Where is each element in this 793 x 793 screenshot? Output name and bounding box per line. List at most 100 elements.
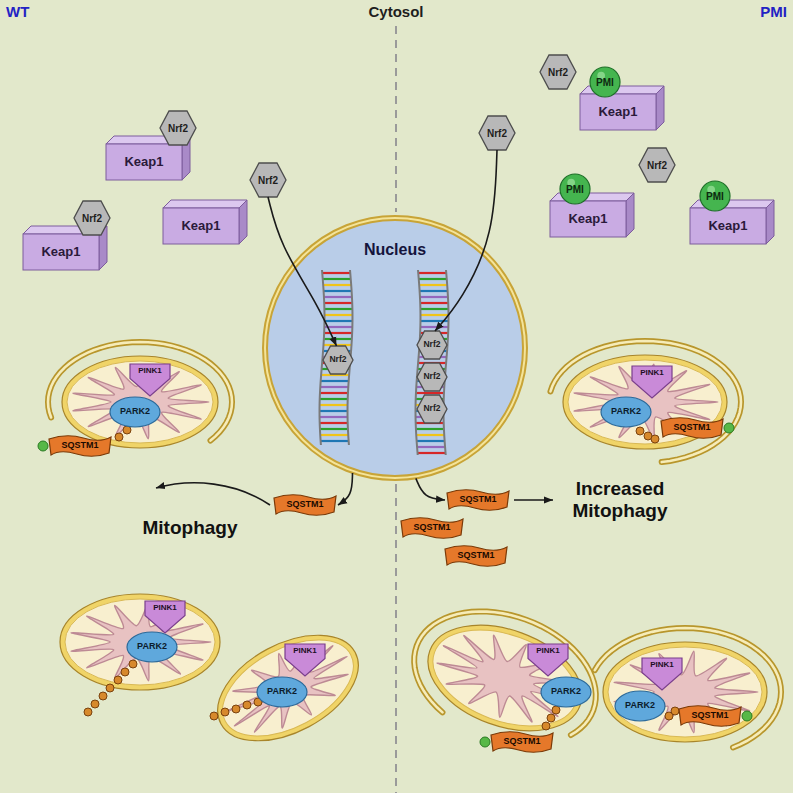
shape-part [639, 148, 675, 182]
protein-hexagon: Nrf2 [417, 363, 447, 391]
compound-circle: PMI [559, 173, 591, 205]
shape-part [401, 518, 463, 539]
ubiquitin-bead [121, 668, 129, 676]
cristae [614, 651, 758, 732]
node-text: PINK1 [640, 369, 664, 378]
dna-rung [324, 338, 352, 340]
node-text: Keap1 [124, 155, 163, 169]
ubiquitin-bead [129, 660, 137, 668]
protein-hexagon: Nrf2 [74, 201, 110, 235]
dna-rung [320, 398, 348, 400]
dna-rung [320, 386, 348, 388]
adaptor-ribbon: SQSTM1 [443, 544, 509, 568]
dna-rung [320, 416, 348, 418]
lc3-dot [480, 737, 490, 747]
shape-part [656, 86, 664, 130]
dna-rung [417, 440, 445, 442]
node-text: SQSTM1 [691, 711, 728, 721]
protein-box: Keap1 [550, 193, 634, 237]
intermembrane-space [608, 647, 762, 737]
dna-rung [420, 302, 448, 304]
shape-part [491, 732, 553, 753]
dna-rung [320, 410, 348, 412]
dna-rung [324, 332, 352, 334]
protein-hexagon: Nrf2 [160, 111, 196, 145]
dna-rung [320, 404, 348, 406]
ligase-blob: PARK2 [615, 691, 665, 721]
dna-rung [420, 326, 448, 328]
protein-hexagon: Nrf2 [540, 55, 576, 89]
cristae [71, 603, 211, 680]
ligase-blob: PARK2 [127, 632, 177, 662]
node-text: PMI [706, 191, 724, 202]
ubiquitin-bead [547, 714, 555, 722]
dna-rung [416, 434, 444, 436]
shape-part [417, 363, 447, 391]
intermembrane-space [67, 361, 213, 443]
phagophore [595, 628, 781, 747]
dna-rung [419, 278, 447, 280]
shape-part [590, 67, 620, 97]
node-text: Nrf2 [329, 355, 346, 364]
node-text: Nrf2 [423, 340, 440, 349]
shape-part [528, 644, 568, 676]
protein-box: Keap1 [163, 200, 247, 244]
node-text: SQSTM1 [61, 441, 98, 451]
node-text: SQSTM1 [503, 737, 540, 747]
phagophore [398, 588, 614, 761]
node-text: Nrf2 [423, 372, 440, 381]
node-text: SQSTM1 [673, 423, 710, 433]
node-text: PARK2 [137, 642, 167, 652]
intermembrane-space [420, 612, 590, 744]
node-text: PINK1 [536, 647, 560, 656]
mitochondrion [48, 342, 232, 448]
ligase-blob: PARK2 [257, 677, 307, 707]
shape-part [580, 94, 656, 130]
outer-membrane [413, 606, 596, 751]
shape-part [265, 218, 525, 478]
outer-membrane [62, 356, 218, 448]
outer-membrane [200, 613, 376, 762]
kinase-shield: PINK1 [285, 644, 325, 676]
node-text: Nrf2 [487, 128, 507, 139]
shape-part [145, 601, 185, 633]
node-text: Keap1 [181, 219, 220, 233]
compound-circle: PMI [589, 66, 621, 98]
shape-part [540, 55, 576, 89]
protein-hexagon: Nrf2 [479, 116, 515, 150]
node-text: PARK2 [611, 407, 641, 417]
shape-part [274, 495, 336, 516]
ligase-blob: PARK2 [541, 677, 591, 707]
shape-part [690, 208, 766, 244]
ubiquitin-bead [636, 427, 644, 435]
ligase-blob: PARK2 [601, 397, 651, 427]
ubiquitin-bead [114, 676, 122, 684]
arrow-connector [416, 478, 445, 500]
dna-rung [418, 452, 446, 454]
kinase-shield: PINK1 [145, 601, 185, 633]
dna-rung [416, 392, 444, 394]
phagophore [398, 588, 614, 761]
shape-part [257, 677, 307, 707]
shape-part [417, 395, 447, 423]
dna-rung [420, 296, 448, 298]
dna-rung [324, 290, 352, 292]
shape-part [615, 691, 665, 721]
shape-part [23, 234, 99, 270]
shape-part [479, 116, 515, 150]
shape-part [550, 201, 626, 237]
shape-part [560, 174, 590, 204]
node-text: Keap1 [598, 105, 637, 119]
kinase-shield: PINK1 [632, 366, 672, 398]
shape-part [626, 193, 634, 237]
node-text: PINK1 [293, 647, 317, 656]
shape-part [74, 201, 110, 235]
cristae [214, 626, 363, 749]
shape-part [285, 644, 325, 676]
dna-rung [416, 428, 444, 430]
dna-rung [418, 272, 446, 274]
adaptor-ribbon: SQSTM1 [489, 730, 555, 754]
shape-part [700, 181, 730, 211]
node-text: Nrf2 [82, 213, 102, 224]
